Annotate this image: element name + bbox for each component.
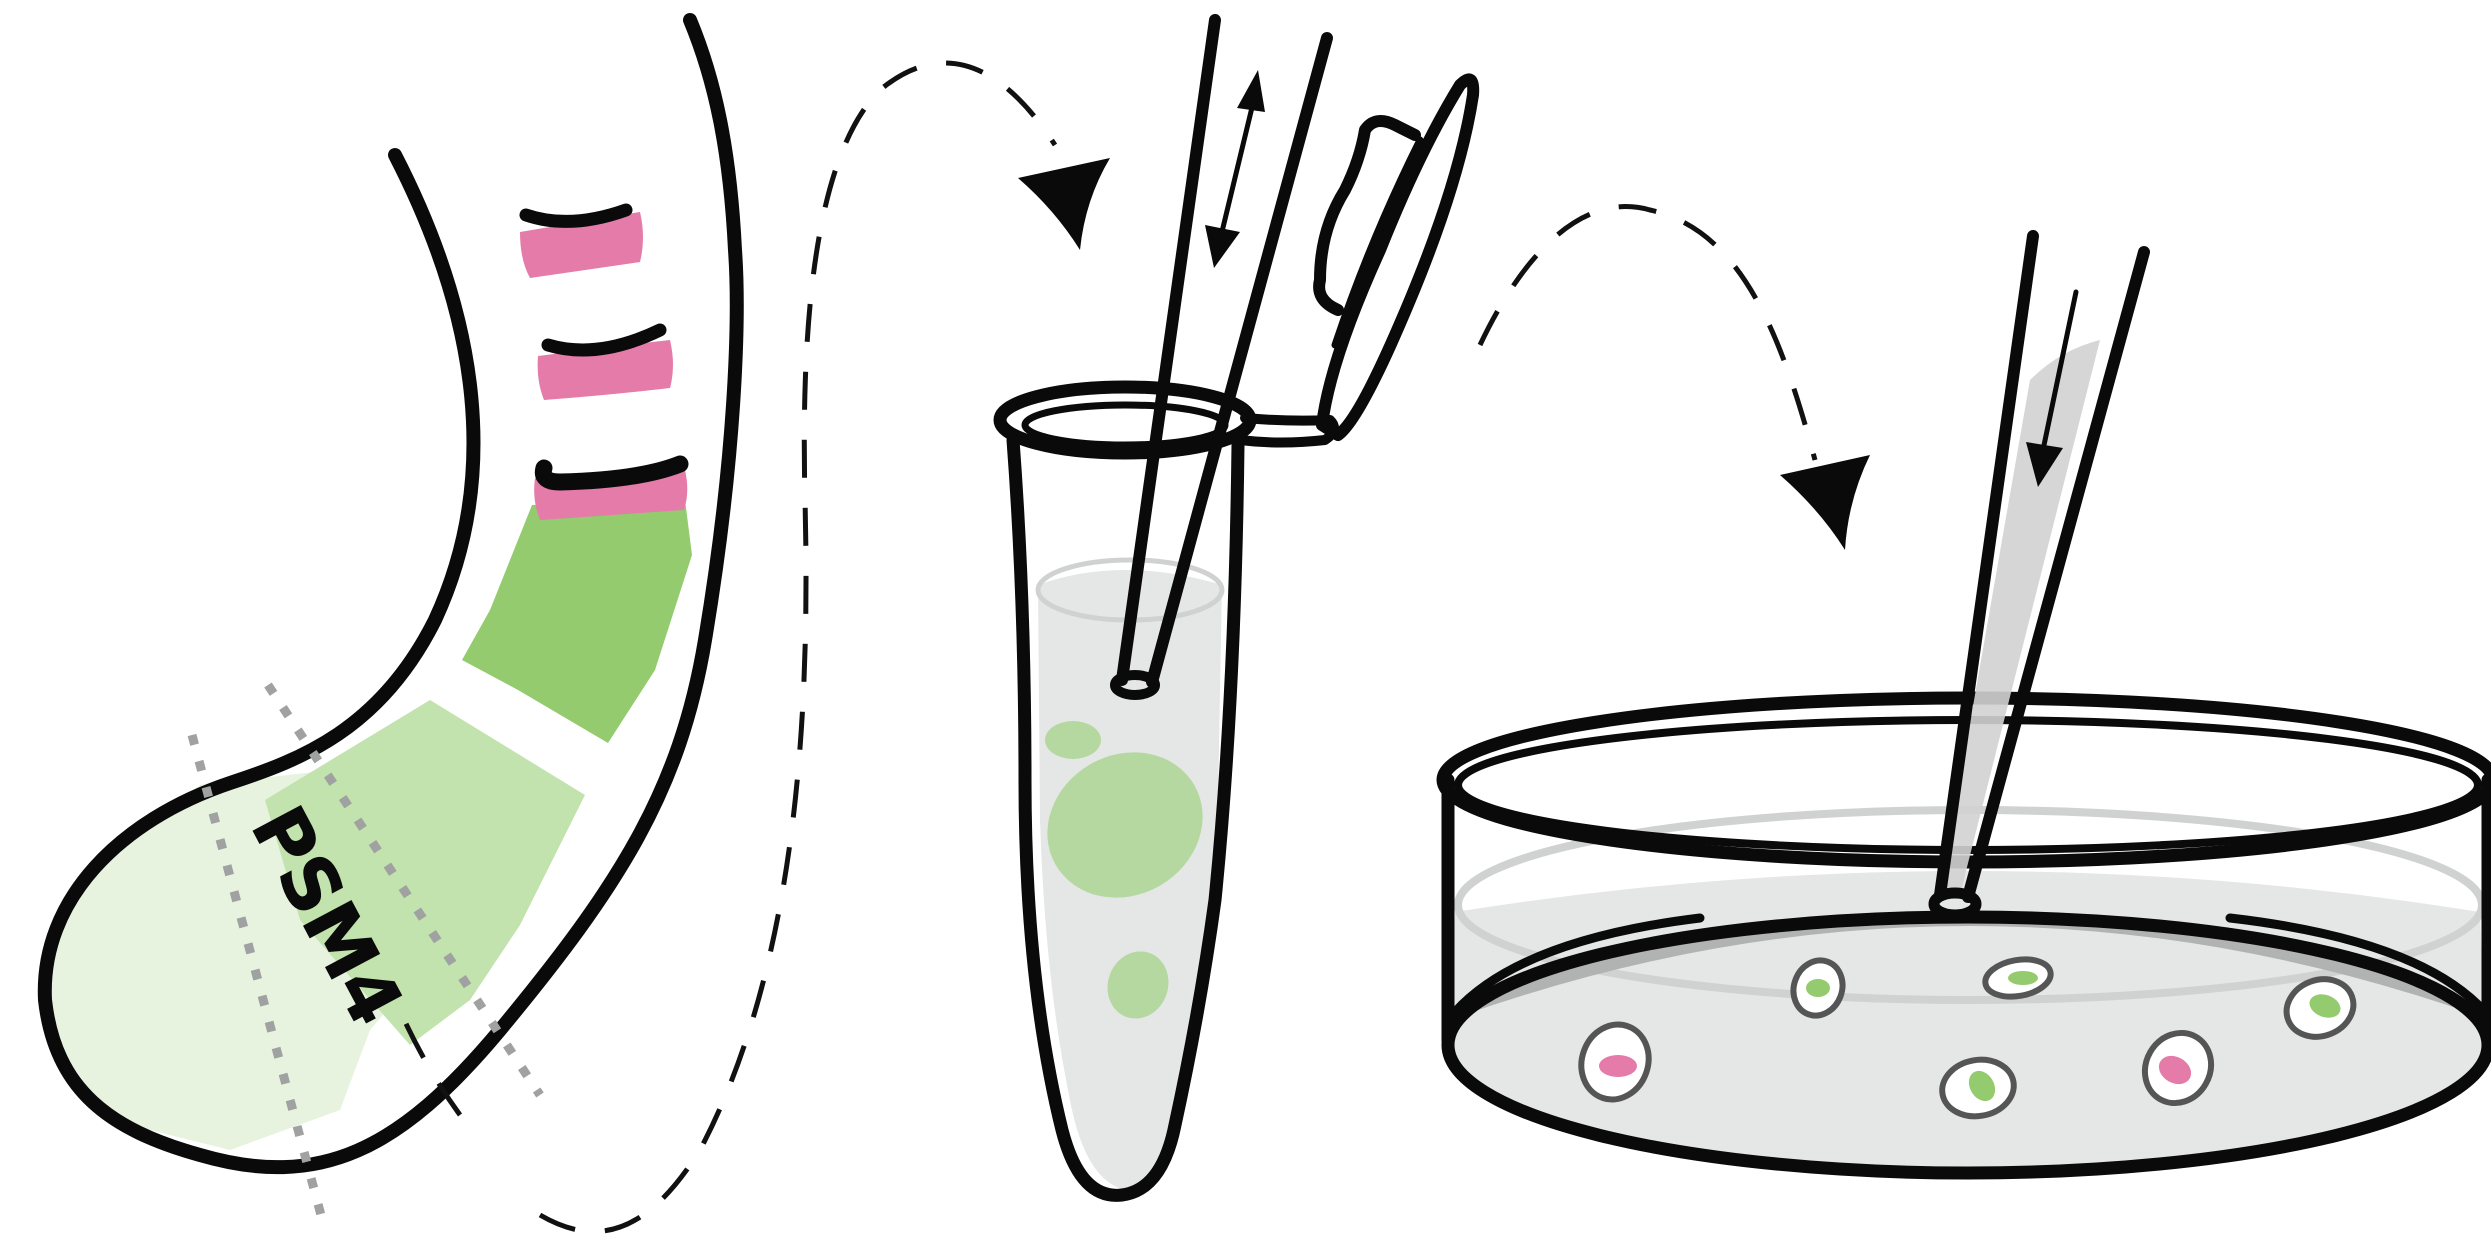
cell-3-nucleus	[2008, 971, 2038, 985]
cell-2-nucleus	[1806, 979, 1830, 997]
pipetting-arrow-line	[1220, 95, 1255, 240]
somite-boundary-1	[526, 210, 626, 221]
transfer-arrow-2-path	[1480, 207, 1815, 460]
pipetting-arrow-up-head	[1237, 70, 1265, 112]
transfer-arrow-1-head	[1018, 158, 1110, 250]
somite-dark-region	[462, 500, 692, 743]
pipette-2-right-edge	[1968, 252, 2144, 897]
somite-boundary-3	[543, 464, 680, 482]
tissue-blob-small	[1045, 721, 1101, 759]
dissociation-tube	[1000, 79, 1473, 1195]
transfer-arrow-2-head	[1780, 455, 1870, 550]
transfer-arrow-2	[1480, 207, 1870, 550]
tube-rim-inner	[1025, 405, 1225, 445]
pipetting-arrow-down-head	[1205, 225, 1240, 268]
cell-1-nucleus	[1599, 1055, 1637, 1077]
